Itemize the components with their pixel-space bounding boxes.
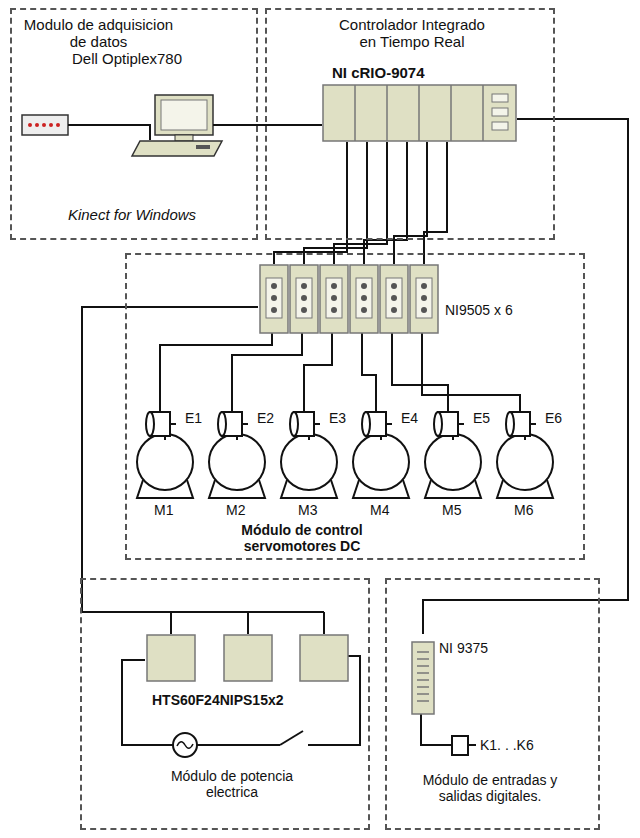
controller-module: Controlador Integrado en Tiempo Real NI c… (265, 8, 555, 240)
driver-bank: NI9505 x 6 (258, 264, 523, 334)
power-supplies (142, 634, 357, 684)
node-title: Módulo de control servomotores DC (212, 522, 392, 554)
node-title: NI9505 x 6 (445, 302, 520, 318)
power-module: Módulo de potencia electrica HTS60F24NIPS… (80, 578, 370, 830)
motor-label: M5 (442, 502, 461, 518)
wire-connector (423, 119, 628, 634)
node-title: Módulo de entradas y salidas digitales. (420, 772, 560, 804)
motor-label: M4 (370, 502, 389, 518)
node-title: Módulo de potencia electrica (152, 768, 312, 800)
ac-source (173, 733, 197, 757)
encoder-label: E5 (473, 410, 490, 426)
encoder-label: E2 (257, 410, 274, 426)
crio-controller: NI cRIO-9074 (322, 64, 517, 142)
encoder-label: E3 (329, 410, 346, 426)
power-supply-group: HTS60F24NIPS15x2 (142, 634, 357, 714)
usb-wire (68, 125, 150, 140)
wire-connector (274, 142, 447, 264)
relay-label: K1. . .K6 (480, 737, 534, 753)
motor-label: M3 (298, 502, 317, 518)
node-title: Controlador Integrado en Tiempo Real (329, 16, 495, 51)
wire-connector (82, 307, 324, 634)
ni9505-modules (258, 264, 443, 334)
node-title: NI cRIO-9074 (332, 64, 502, 81)
node-title: Modulo de adquisicion de datos (16, 16, 181, 51)
wire-connector (258, 124, 322, 126)
ethernet-wire (213, 124, 258, 126)
motor-label: M1 (154, 502, 173, 518)
node-text: Kinect for Windows (42, 206, 222, 223)
motor-label: M2 (226, 502, 245, 518)
node-title: NI 9375 (439, 640, 499, 656)
ni9375-unit: NI 9375 (407, 634, 502, 716)
encoder-label: E1 (185, 410, 202, 426)
node-title: HTS60F24NIPS15x2 (152, 692, 352, 708)
relay (421, 712, 476, 755)
motor-label: M6 (514, 502, 533, 518)
node-text: Dell Optiplex780 (52, 50, 202, 67)
computer-icon (132, 95, 222, 156)
ni9375-module (407, 634, 437, 716)
encoder-label: E4 (401, 410, 418, 426)
digital-io-module: Módulo de entradas y salidas digitales. N… (385, 578, 600, 830)
encoder-wires (160, 332, 520, 412)
encoder-label: E6 (545, 410, 562, 426)
kinect-device (22, 115, 68, 135)
acquisition-module: Modulo de adquisicion de datosDell Optip… (10, 8, 258, 240)
